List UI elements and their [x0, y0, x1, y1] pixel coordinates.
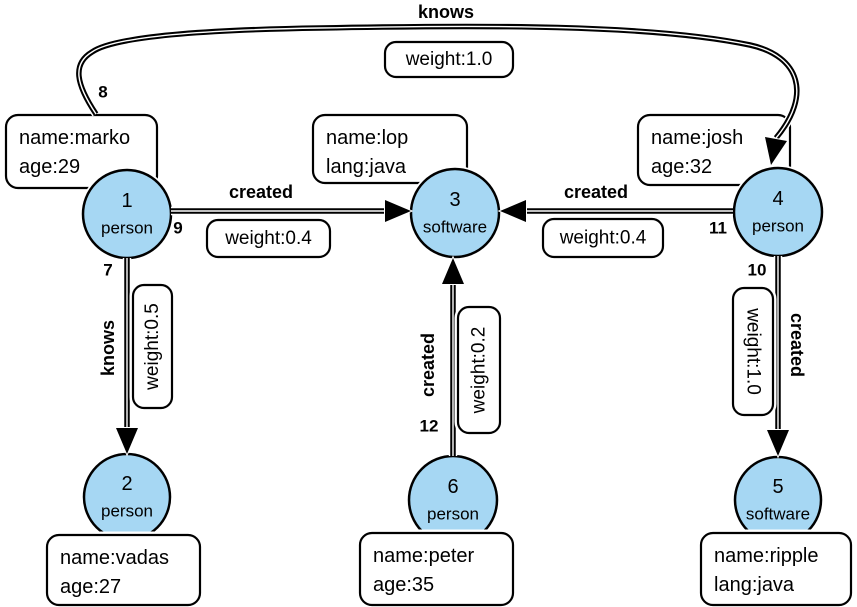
- property-box-node-2: name:vadas age:27: [43, 531, 204, 607]
- vertex-id: 6: [447, 476, 458, 498]
- vertex-type: person: [101, 502, 153, 521]
- property-text: name:josh: [651, 127, 743, 149]
- vertex-circle-1: [81, 168, 173, 260]
- edge-10-weight-text: weight:1.0: [743, 307, 764, 395]
- edge-8-label: knows: [418, 2, 474, 22]
- property-box-node-5: name:ripple lang:java: [697, 529, 855, 607]
- vertex-id: 2: [121, 473, 132, 495]
- edge-7-label: knows: [98, 320, 118, 376]
- vertex-id: 1: [121, 190, 132, 212]
- edge-9-weight-text: weight:0.4: [224, 228, 312, 249]
- vertex-id: 5: [772, 476, 783, 498]
- edge-12-weight-rect: [456, 305, 502, 435]
- vertex-6: 6 person: [406, 453, 500, 547]
- edge-9-arrowhead-icon: [384, 198, 414, 224]
- edge-11-number: 11: [709, 219, 727, 238]
- property-box-node-3: name:lop lang:java: [309, 111, 471, 187]
- edge-12-weight-text: weight:0.2: [469, 327, 490, 415]
- edge-7-weight-text: weight:0.5: [142, 303, 163, 391]
- edge-7-weight-box: weight:0.5: [129, 281, 176, 412]
- layer-edges: [74, 22, 802, 456]
- edge-11-weight-box: weight:0.4: [539, 215, 667, 261]
- vertex-id: 3: [449, 189, 460, 211]
- property-box-rect-node-4: [636, 113, 792, 187]
- vertex-type: person: [752, 217, 804, 236]
- layer-boxes-over: name:vadas age:27 name:peter age:35 name:rip…: [43, 529, 855, 607]
- vertex-type: software: [423, 218, 487, 237]
- property-text: lang:java: [326, 156, 407, 178]
- vertex-type: person: [427, 505, 479, 524]
- edge-7-weight-rect: [131, 283, 174, 410]
- vertex-2: 2 person: [81, 451, 173, 543]
- property-box-rect-node-5: [699, 531, 853, 607]
- property-text: name:vadas: [60, 547, 169, 569]
- property-text: age:32: [651, 156, 712, 178]
- edge-10-weight-box: weight:1.0: [729, 284, 777, 419]
- vertex-type: software: [746, 505, 810, 524]
- property-box-rect-node-3: [311, 113, 469, 185]
- property-text: name:marko: [19, 127, 130, 149]
- property-text: age:29: [19, 156, 80, 178]
- edge-9-weight-rect: [205, 218, 332, 259]
- layer-labels: knows 8 created 9 created 11 knows 7 created 10 cr…: [96, 0, 810, 438]
- edge-10-label: created: [787, 313, 807, 377]
- layer-nodes: 1 person 2 person 3 software 4 person 5 software 6…: [80, 165, 825, 547]
- property-box-rect-node-2: [45, 533, 202, 607]
- edge-10-arrowhead-icon: [765, 429, 791, 459]
- edge-8-weight-box: weight:1.0: [381, 38, 517, 81]
- vertex-id: 4: [772, 188, 783, 210]
- property-text: age:35: [373, 574, 434, 596]
- vertex-3: 3 software: [408, 166, 502, 260]
- edge-core: [78, 25, 798, 139]
- vertex-circle-3: [409, 167, 501, 259]
- property-text: name:lop: [326, 127, 408, 149]
- property-text: age:27: [60, 576, 121, 598]
- edge-8-knows: [74, 22, 802, 141]
- edge-12-label: created: [418, 333, 438, 397]
- edge-11-weight-rect: [541, 217, 665, 259]
- property-text: lang:java: [714, 574, 795, 596]
- vertex-circle-4: [732, 166, 824, 258]
- edge-8-arrowhead-icon: [763, 135, 789, 168]
- vertex-5: 5 software: [732, 454, 824, 546]
- layer-arrows: [114, 135, 791, 459]
- edge-10-weight-rect: [731, 286, 775, 417]
- vertex-type: person: [101, 219, 153, 238]
- vertex-4: 4 person: [731, 165, 825, 259]
- edge-9-label: created: [229, 182, 293, 202]
- edge-12-arrowhead-icon: [440, 255, 466, 285]
- edge-7-arrowhead-icon: [114, 427, 140, 457]
- edge-8-number: 8: [98, 83, 107, 102]
- property-box-node-6: name:peter age:35: [356, 529, 517, 607]
- edge-12-number: 12: [420, 417, 439, 436]
- property-box-node-4: name:josh age:32: [634, 111, 794, 189]
- layer-weights: weight:1.0 weight:0.4 weight:0.4 weight:0.5…: [129, 38, 777, 437]
- edge-11-arrowhead-icon: [497, 198, 527, 224]
- edge-11-weight-text: weight:0.4: [559, 228, 647, 249]
- edge-8-weight-text: weight:1.0: [405, 49, 493, 70]
- property-text: name:ripple: [714, 545, 819, 567]
- vertex-circle-2: [82, 452, 172, 542]
- edge-11-label: created: [564, 182, 628, 202]
- edge-9-weight-box: weight:0.4: [203, 216, 334, 261]
- edge-7-number: 7: [103, 261, 112, 280]
- edge-9-number: 9: [173, 219, 182, 238]
- edge-8-weight-rect: [383, 40, 515, 79]
- edge-12-weight-box: weight:0.2: [454, 303, 504, 437]
- property-box-rect-node-6: [358, 531, 515, 607]
- property-text: name:peter: [373, 545, 475, 567]
- edge-10-number: 10: [748, 261, 767, 280]
- vertex-1: 1 person: [80, 167, 174, 261]
